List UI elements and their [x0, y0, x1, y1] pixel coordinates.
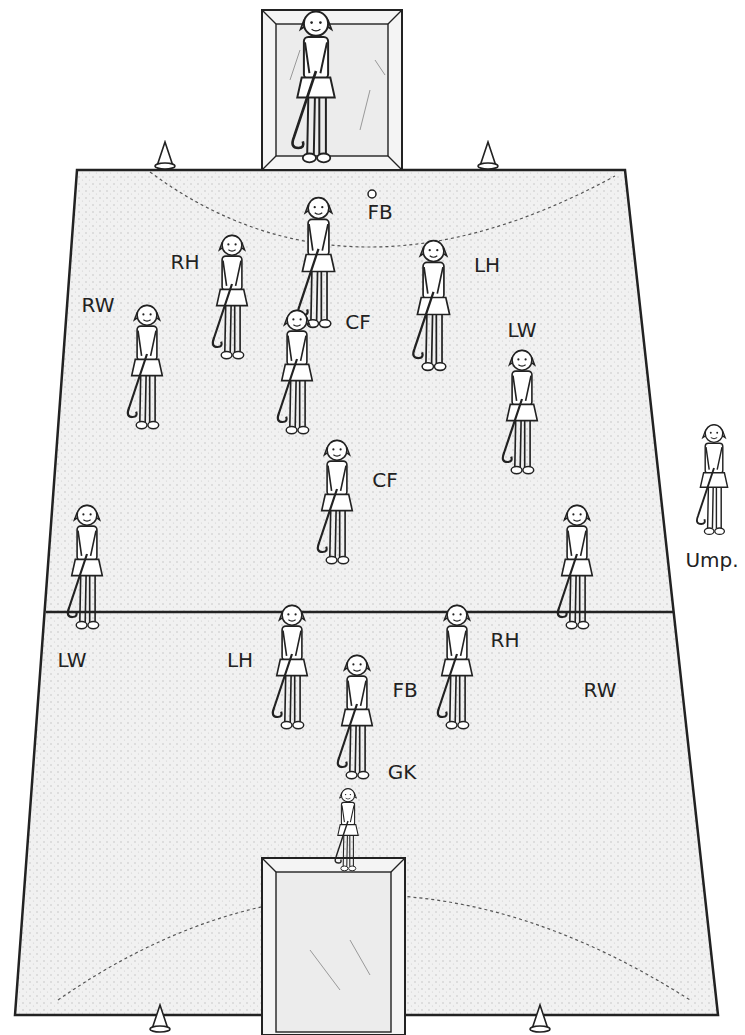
player-figure [68, 505, 103, 628]
player-figure [278, 310, 313, 433]
corner-cone [155, 142, 175, 169]
corner-cone [478, 142, 498, 169]
player-figure [503, 350, 538, 473]
position-label: LW [505, 319, 538, 341]
position-label: CF [370, 469, 399, 491]
goalkeeper-figure [335, 789, 358, 871]
goal [262, 10, 402, 170]
player-figure [273, 605, 308, 728]
position-label: RW [80, 294, 117, 316]
player-figure [558, 505, 593, 628]
position-label: FB [365, 201, 394, 223]
goalkeeper-figure [293, 12, 335, 163]
player-figure [318, 440, 353, 563]
position-label: RH [489, 629, 522, 651]
position-label: CF [343, 311, 372, 333]
position-label: LH [472, 254, 502, 276]
position-label: GK [386, 761, 419, 783]
position-label: FB [390, 679, 419, 701]
player-figure [338, 655, 373, 778]
position-label: RW [582, 679, 619, 701]
position-label: RH [169, 251, 202, 273]
position-label: LH [225, 649, 255, 671]
shooting-circle [150, 172, 615, 247]
player-figure [438, 605, 473, 728]
player-figure [298, 198, 334, 328]
corner-cone [530, 1005, 550, 1032]
ball [368, 190, 376, 198]
player-figure [413, 241, 449, 371]
goal [262, 858, 405, 1035]
player-figure [213, 235, 248, 358]
position-label: Ump. [683, 549, 740, 571]
player-figure [128, 305, 163, 428]
corner-cone [150, 1005, 170, 1032]
position-label: LW [55, 649, 88, 671]
umpire-figure [697, 425, 728, 535]
